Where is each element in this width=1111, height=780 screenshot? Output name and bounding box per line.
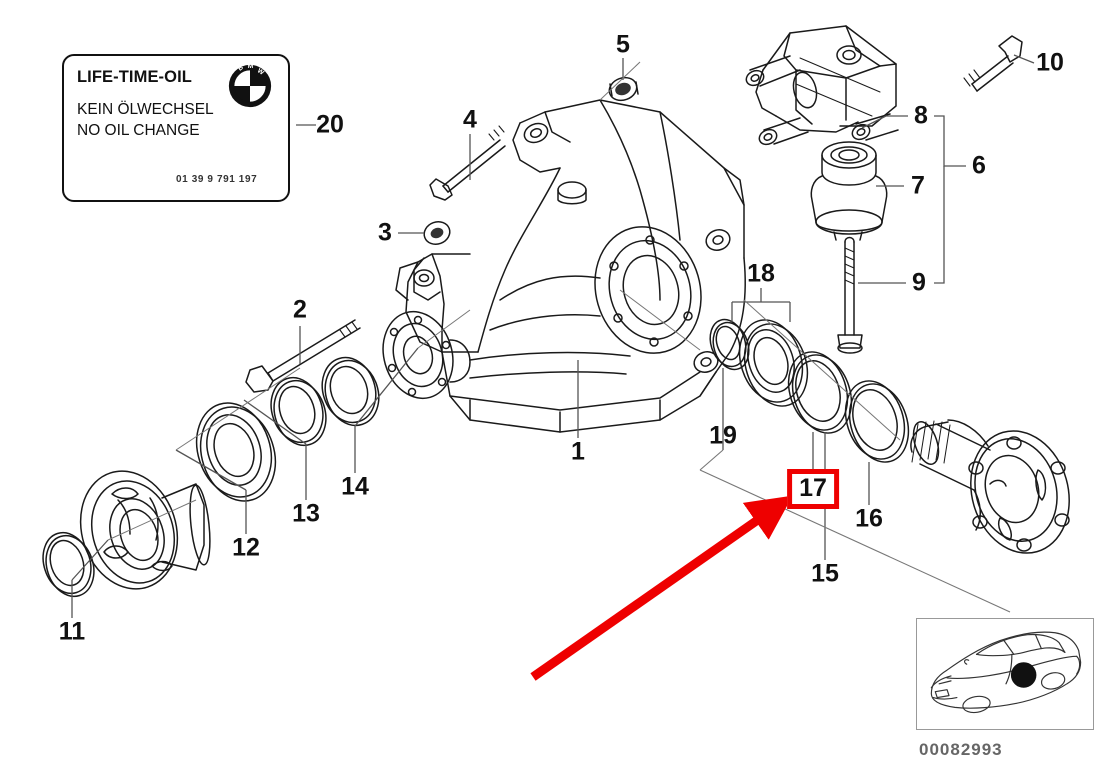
companion-flange [79, 470, 211, 590]
svg-text:B: B [237, 64, 245, 73]
bush-part3 [423, 220, 451, 246]
bolt-part9 [837, 236, 863, 354]
callout-number-1: 1 [571, 437, 585, 466]
bmw-roundel-icon: B M W [228, 64, 272, 108]
life-time-oil-label: LIFE-TIME-OIL KEIN ÖLWECHSEL NO OIL CHAN… [62, 54, 290, 202]
diagram-id-label: 00082993 [919, 740, 1003, 759]
callout-number-19: 19 [709, 421, 737, 450]
callout-number-15: 15 [811, 559, 839, 588]
callout-number-20: 20 [316, 110, 344, 139]
bolt-part10 [963, 35, 1023, 92]
callout-number-10: 10 [1036, 48, 1064, 77]
car-outline-icon [930, 631, 1082, 714]
callout-number-18: 18 [747, 259, 775, 288]
callout-number-12: 12 [232, 533, 260, 562]
callout-number-14: 14 [341, 472, 369, 501]
differential-housing-part1 [395, 99, 746, 433]
nut-part5 [608, 76, 639, 102]
callout-number-9: 9 [912, 268, 926, 297]
oil-label-line-english: NO OIL CHANGE [77, 122, 200, 139]
vehicle-location-thumbnail [916, 618, 1094, 730]
callout-number-4: 4 [463, 105, 477, 134]
seal-part19 [709, 318, 750, 371]
callout-number-16: 16 [855, 504, 883, 533]
bolt-part4 [429, 125, 506, 201]
svg-text:W: W [256, 67, 266, 77]
left-output-flange-on-case [382, 310, 471, 400]
ring-part16 [844, 380, 910, 463]
callout-number-6: 6 [972, 151, 986, 180]
ring-part13 [270, 376, 327, 447]
callout-number-11: 11 [58, 617, 86, 646]
rubber-bushing-part7 [810, 141, 888, 241]
bolt-part2 [245, 319, 361, 393]
bearing-part12 [195, 402, 277, 502]
callout-number-5: 5 [616, 30, 630, 59]
callout-number-7: 7 [911, 171, 925, 200]
callout-number-2: 2 [293, 295, 307, 324]
callout-number-13: 13 [292, 499, 320, 528]
callout-number-8: 8 [914, 101, 928, 130]
oil-label-line-german: KEIN ÖLWECHSEL [77, 101, 214, 118]
output-shaft-flange [910, 419, 1070, 554]
ring-part15 [787, 351, 853, 434]
oil-label-title: LIFE-TIME-OIL [77, 68, 192, 86]
highlight-arrow [530, 495, 793, 681]
mount-bracket-part8 [745, 25, 899, 146]
svg-text:M: M [248, 64, 254, 70]
seal-part11 [42, 531, 95, 598]
ring-part14 [321, 356, 380, 427]
callout-number-3: 3 [378, 218, 392, 247]
location-dot-icon [1010, 662, 1037, 688]
oil-label-part-number: 01 39 9 791 197 [176, 174, 258, 185]
leader-lines [71, 54, 1035, 618]
callout-number-17[interactable]: 17 [787, 469, 839, 509]
bearing-part18 [738, 319, 809, 407]
